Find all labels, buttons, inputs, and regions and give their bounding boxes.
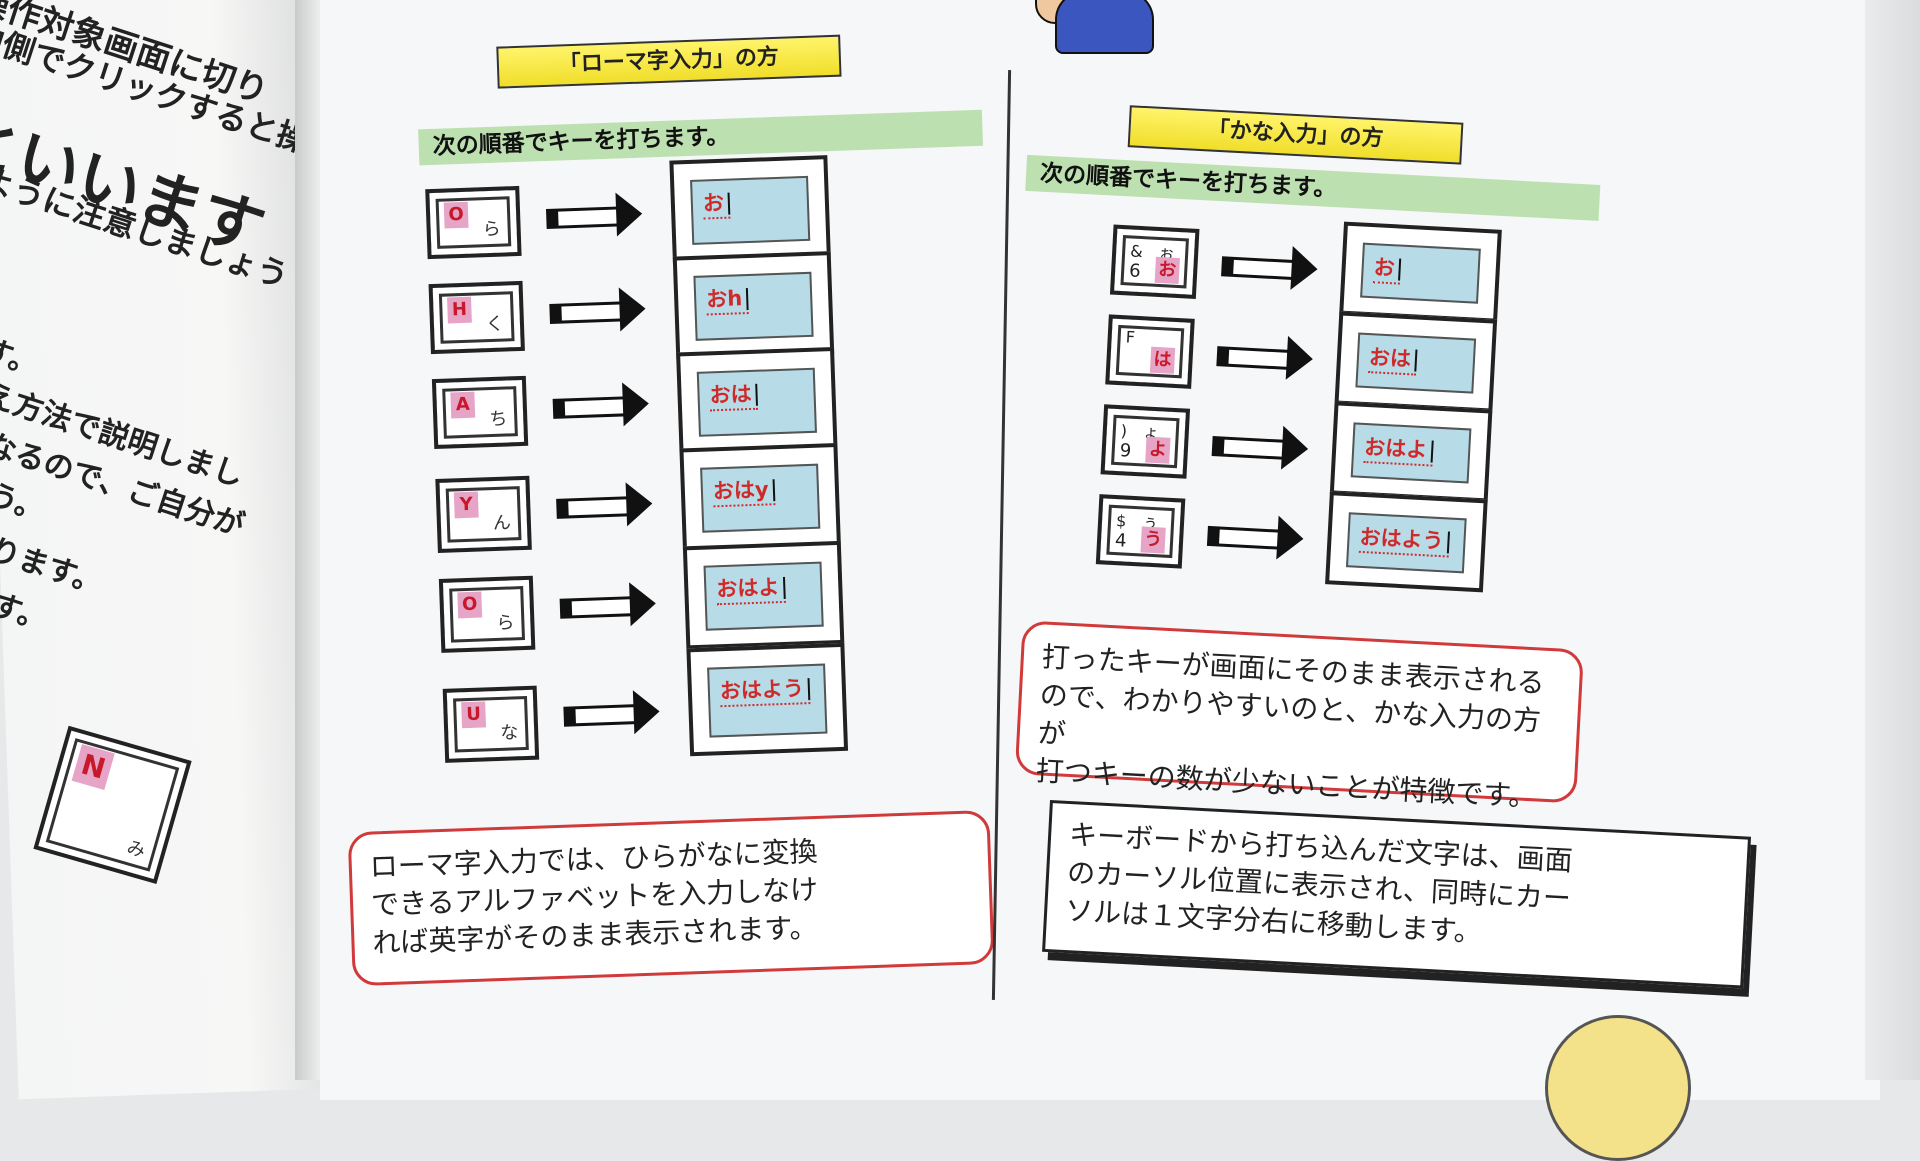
- key-letter: O: [457, 591, 483, 619]
- screen-panel: お: [1339, 221, 1502, 323]
- key-kana: な: [499, 722, 519, 744]
- screen-text: お: [702, 186, 731, 220]
- kana-instruction: 次の順番でキーを打ちます。: [1025, 154, 1601, 221]
- screen-text: おはy: [712, 473, 776, 508]
- kana-note: 打ったキーが画面にそのまま表示される ので、わかりやすいのと、かな入力の方が 打…: [1014, 620, 1584, 813]
- key-letter: A: [450, 391, 476, 419]
- screen-panel: おは: [676, 347, 838, 456]
- key-kana: ら: [496, 612, 515, 634]
- screen-text: おはよう: [719, 672, 811, 708]
- screen-text: おはよ: [1363, 430, 1435, 467]
- key-letter: は: [1149, 346, 1176, 374]
- screen-panel: おは: [1334, 311, 1498, 413]
- key-letter: お: [1154, 256, 1180, 285]
- page-edge: [1865, 0, 1920, 1080]
- screen-panel: おh: [672, 251, 835, 360]
- key-letter: H: [447, 296, 472, 324]
- arrow-icon: [552, 381, 653, 427]
- romaji-instruction: 次の順番でキーを打ちます。: [418, 109, 984, 166]
- key-top: F: [1125, 327, 1136, 347]
- screen-panel: おはよ: [682, 540, 845, 650]
- screen-panel: お: [669, 155, 831, 264]
- screen-panel: おはよう: [686, 642, 849, 757]
- key-letter: N: [71, 744, 115, 791]
- key-num: 9: [1119, 440, 1132, 462]
- arrow-icon: [1221, 245, 1322, 292]
- screen-text: おはよ: [715, 570, 786, 606]
- key-kana: く: [485, 313, 505, 336]
- screen-text: おh: [705, 282, 749, 316]
- arrow-icon: [549, 286, 650, 332]
- key-letter: O: [443, 201, 469, 229]
- arrow-icon: [1211, 425, 1313, 472]
- screen-panel: おはよ: [1329, 401, 1493, 503]
- romaji-banner: 「ローマ字入力」の方: [496, 34, 842, 89]
- arrow-icon: [1206, 515, 1308, 561]
- screen-text: おは: [1368, 341, 1418, 376]
- left-page-key-n: N み: [33, 725, 192, 885]
- decorative-badge: [1545, 1015, 1691, 1161]
- key-letter: U: [461, 701, 487, 729]
- arrow-icon: [545, 191, 647, 237]
- romaji-note: ローマ字入力では、ひらがなに変換 できるアルファベットを入力しなけ れば英字がそ…: [347, 809, 995, 987]
- screen-text: お: [1372, 251, 1402, 285]
- screen-text: おはよう: [1358, 520, 1451, 558]
- key-kana: ん: [492, 512, 512, 535]
- left-page-body: す。: [0, 587, 53, 639]
- key-letter: う: [1140, 526, 1166, 554]
- screen-panel: おはよう: [1325, 491, 1488, 593]
- key-letter: Y: [453, 491, 479, 519]
- key-kana: ち: [488, 408, 508, 431]
- key-num: 6: [1128, 260, 1142, 283]
- screen-panel: おはy: [679, 442, 841, 552]
- screen-text: おは: [709, 377, 759, 412]
- arrow-icon: [1216, 335, 1317, 382]
- arrow-icon: [559, 581, 660, 627]
- key-kana: ら: [482, 218, 502, 241]
- person-illustration: [1030, 0, 1154, 60]
- arrow-icon: [563, 689, 664, 735]
- key-num: 4: [1114, 530, 1128, 552]
- key-kana: み: [124, 837, 148, 863]
- arrow-icon: [556, 481, 657, 527]
- key-letter: よ: [1145, 436, 1171, 464]
